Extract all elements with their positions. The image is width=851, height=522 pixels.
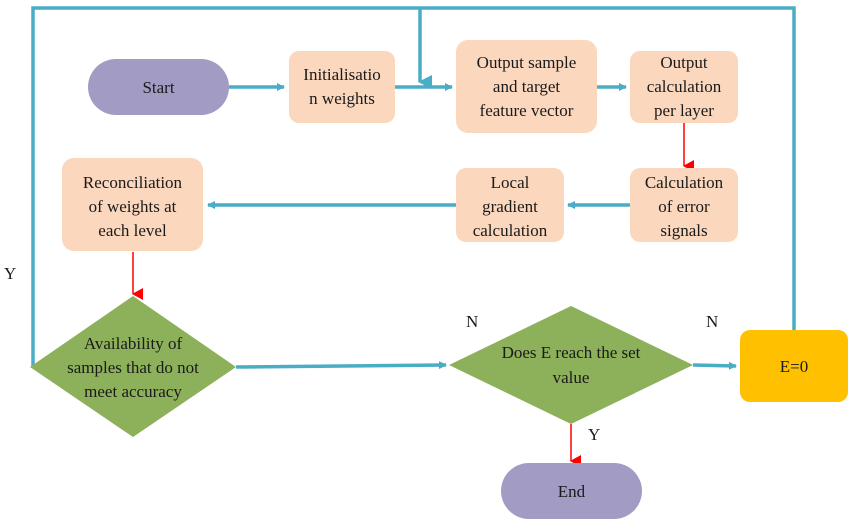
reconciliation-line-3: each level (98, 221, 167, 240)
init-weights-line-2: n weights (309, 89, 375, 108)
start-label: Start (142, 78, 174, 97)
init-weights-line-1: Initialisatio (303, 65, 380, 84)
error-signals-box: Calculation of error signals (630, 168, 738, 242)
end-terminal: End (501, 463, 642, 519)
e-reach-decision: Does E reach the set value (449, 306, 693, 424)
e-zero-box: E=0 (740, 330, 848, 402)
connectors (31, 6, 796, 370)
output-calc-line-2: calculation (647, 77, 722, 96)
edge-y-loop-left (31, 6, 420, 367)
output-sample-line-3: feature vector (480, 101, 574, 120)
reconciliation-line-1: Reconciliation (83, 173, 183, 192)
error-signals-line-1: Calculation (645, 173, 724, 192)
e-zero-label: E=0 (780, 357, 808, 376)
availability-line-3: meet accuracy (84, 382, 182, 401)
output-sample-box: Output sample and target feature vector (456, 40, 597, 133)
local-gradient-line-2: gradient (482, 197, 538, 216)
availability-line-2: samples that do not (67, 358, 199, 377)
edge-label-y-left: Y (4, 264, 16, 283)
output-sample-line-2: and target (493, 77, 560, 96)
availability-line-1: Availability of (84, 334, 183, 353)
availability-decision: Availability of samples that do not meet… (30, 296, 236, 437)
edge-ezero-loop (420, 6, 796, 330)
error-signals-line-2: of error (658, 197, 710, 216)
edge-label-y-end: Y (588, 425, 600, 444)
reconciliation-line-2: of weights at (89, 197, 177, 216)
edge-label-n-ezero: N (706, 312, 718, 331)
e-reach-line-1: Does E reach the set (502, 343, 641, 362)
output-calc-line-1: Output (660, 53, 708, 72)
local-gradient-box: Local gradient calculation (456, 168, 564, 242)
output-sample-line-1: Output sample (477, 53, 577, 72)
red-connectors (132, 123, 694, 467)
edge-availability-to-decision (235, 361, 447, 370)
edge-decision-to-ezero (692, 361, 737, 370)
start-terminal: Start (88, 59, 229, 115)
edge-label-n-decision: N (466, 312, 478, 331)
local-gradient-line-3: calculation (473, 221, 548, 240)
local-gradient-line-1: Local (491, 173, 530, 192)
output-calc-line-3: per layer (654, 101, 714, 120)
reconciliation-box: Reconciliation of weights at each level (62, 158, 203, 251)
end-label: End (558, 482, 586, 501)
output-calc-box: Output calculation per layer (630, 51, 738, 123)
error-signals-line-3: signals (660, 221, 707, 240)
e-reach-line-2: value (553, 368, 590, 387)
init-weights-box: Initialisatio n weights (289, 51, 395, 123)
